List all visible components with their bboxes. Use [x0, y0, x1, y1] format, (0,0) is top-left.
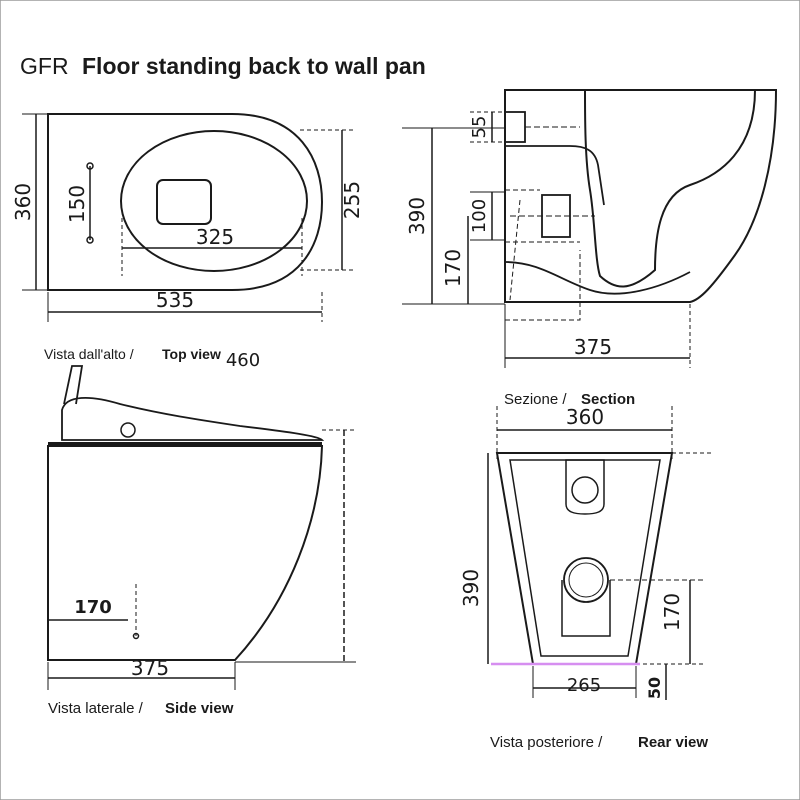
rear-view-caption-it: Vista posteriore /: [490, 734, 603, 751]
side-view: [47, 365, 356, 690]
side-view-hinge-icon: [120, 422, 136, 438]
fixing-hole-icon: [86, 162, 94, 170]
top-view-dim-total-depth: 360: [11, 183, 35, 221]
section-view: [402, 89, 778, 368]
page-title: GFR Floor standing back to wall pan: [20, 53, 426, 79]
side-view-body: [47, 445, 324, 661]
top-view-caption-it: Vista dall'alto /: [44, 346, 134, 362]
top-view-dim-inner-length: 325: [196, 225, 234, 249]
side-view-caption-en: Side view: [165, 700, 234, 717]
rear-view-section-caption-it: Sezione /: [504, 391, 567, 408]
section-view-outline: [504, 89, 778, 303]
section-view-trap: [504, 145, 691, 295]
rear-view-dim-base-width: 265: [567, 675, 601, 696]
section-view-hidden-lines: [505, 189, 581, 321]
section-view-bowl: [583, 89, 757, 288]
rear-view-dim-top-width: 360: [566, 405, 604, 429]
top-view-seat-hinge: [156, 179, 212, 225]
rear-view-inlet-icon: [571, 476, 599, 504]
title-text: Floor standing back to wall pan: [82, 53, 426, 79]
section-view-dim-top-inlet: 55: [469, 116, 490, 139]
rear-view: [487, 406, 712, 700]
top-view-caption-en: Top view: [162, 346, 221, 362]
side-view-inlet-point: [132, 632, 140, 640]
side-view-seat-lid: [63, 365, 84, 405]
top-view-bowl-rim: [120, 130, 308, 272]
rear-view-outlet-icon: [563, 557, 609, 603]
side-view-bidet-seat: [61, 396, 325, 441]
rear-view-inner-wall: [509, 459, 661, 657]
top-view-dim-total-length: 535: [156, 288, 194, 312]
section-view-dim-outlet-height: 390: [405, 197, 429, 235]
rear-view-dim-height: 390: [459, 569, 483, 607]
top-view-outline: [47, 113, 324, 291]
top-view-dim-bowl-width: 255: [340, 181, 364, 219]
rear-view-dim-base-height: 50: [645, 677, 664, 699]
side-view-dim-inlet-offset: 170: [74, 597, 112, 618]
top-view-dim-hole-spacing: 150: [65, 185, 89, 223]
side-view-dim-height: 460: [226, 350, 260, 371]
rear-view-dim-outlet-height: 170: [660, 593, 684, 631]
top-view: [22, 113, 354, 322]
section-view-dim-outlet-size: 100: [469, 199, 490, 233]
side-view-caption-it: Vista laterale /: [48, 700, 144, 717]
rear-view-caption-en: Rear view: [638, 734, 708, 751]
section-view-dim-outlet-from-floor: 170: [441, 249, 465, 287]
rear-view-inlet-housing: [565, 459, 605, 515]
section-view-dim-base-length: 375: [574, 335, 612, 359]
side-view-dim-base-length: 375: [131, 656, 169, 680]
title-code: GFR: [20, 53, 69, 79]
fixing-hole-icon: [86, 236, 94, 244]
rear-view-outlet-inner-icon: [568, 562, 604, 598]
rear-view-outlet-housing: [561, 580, 611, 637]
rear-view-section-caption-en: Section: [581, 391, 635, 408]
